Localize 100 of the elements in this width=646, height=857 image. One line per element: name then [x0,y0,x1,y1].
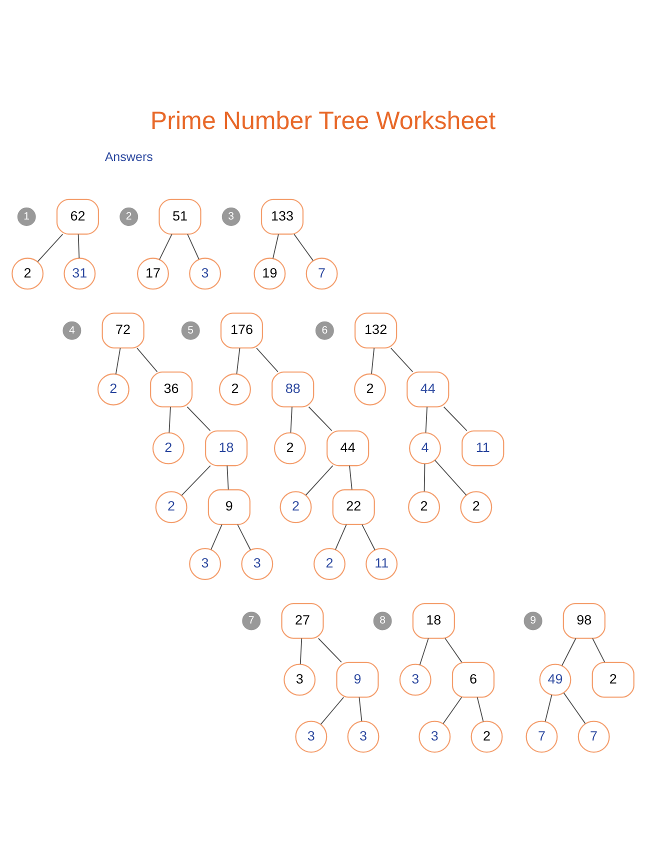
node-box: 62 [56,198,100,235]
connector [320,696,344,725]
connector [425,406,428,434]
connector [237,524,251,550]
node-circle: 2 [408,491,440,524]
node-circle: 4 [409,432,442,464]
node-circle: 2 [470,720,503,753]
connector [544,694,552,722]
connector [236,348,240,374]
connector [210,524,222,550]
connector [390,348,414,372]
node-circle: 2 [152,432,184,464]
label: 8 [380,614,386,627]
connector [434,460,467,496]
connector [115,348,121,375]
connector [186,406,211,432]
node-circle: 2 [314,548,346,580]
connector [136,348,158,372]
node-circle: 3 [418,720,451,753]
label: 1 [24,210,30,222]
node-circle: 3 [241,548,274,580]
node-circle: 3 [284,664,316,696]
node-box: 18 [412,603,456,639]
node-box: 6 [452,662,495,698]
node-circle: 7 [306,258,338,290]
node-box: 11 [462,430,504,466]
node-circle: 2 [460,491,492,524]
connector [272,234,279,259]
connector [290,406,292,434]
connector [256,348,278,372]
node-box: 9 [208,489,250,526]
connector [226,465,229,490]
node-circle: 17 [136,258,169,290]
label: Answers [104,150,153,164]
connector [358,696,362,722]
node-box: 9 [336,662,379,698]
node-box: 27 [281,603,324,639]
connector [158,234,172,260]
connector [561,638,576,666]
label: 6 [322,324,328,336]
label: 4 [68,324,75,336]
node-circle: 2 [12,258,44,290]
node-circle: 3 [399,664,432,696]
label: 7 [248,614,254,627]
node-box: 18 [204,430,248,466]
node-box: 36 [150,372,193,408]
connector [442,696,462,724]
node-circle: 3 [189,548,222,580]
node-box: 133 [260,198,304,235]
connector [349,465,352,490]
label: 9 [530,614,536,627]
connector [294,234,314,262]
connector [334,524,347,550]
connector [424,463,426,492]
node-circle: 3 [295,720,328,753]
node-box: 44 [406,372,450,408]
node-circle: 3 [189,258,222,290]
node-circle: 2 [97,373,130,406]
label: 5 [188,324,194,336]
connector [187,234,200,260]
connector [305,465,334,496]
node-box: 72 [102,312,144,349]
node-box: 51 [158,198,202,235]
node-circle: 2 [274,432,306,464]
node-box: 98 [562,603,606,639]
connector [419,638,429,666]
node-circle: 3 [347,720,380,753]
node-circle: 7 [578,720,610,753]
connector [318,638,342,663]
node-box: 88 [272,372,314,408]
connector [181,465,211,496]
connector [592,638,606,663]
node-circle: 7 [526,720,558,753]
node-box: 176 [220,312,264,349]
node-circle: 2 [354,373,386,406]
node-circle: 2 [155,491,188,524]
connector [168,406,171,434]
node-circle: 2 [218,373,251,406]
connector [300,638,302,665]
connector [37,234,64,262]
node-circle: 19 [254,258,286,290]
node-box: 132 [354,312,398,349]
connector [78,234,80,259]
label: 2 [126,210,132,222]
connector [476,696,484,722]
node-box: 22 [332,489,375,526]
connector [443,406,468,432]
label: 3 [228,210,234,222]
connector [563,692,586,724]
node-box: 44 [326,430,370,466]
connector [444,638,462,663]
node-circle: 2 [280,491,312,524]
connector [371,348,375,374]
node-box: 2 [592,662,634,698]
diagram-title: Prime Number Tree Worksheet [150,106,496,135]
node-circle: 11 [366,548,398,580]
node-circle: 31 [64,258,96,290]
connector [362,524,376,550]
connector [308,406,332,432]
node-circle: 49 [539,664,572,696]
